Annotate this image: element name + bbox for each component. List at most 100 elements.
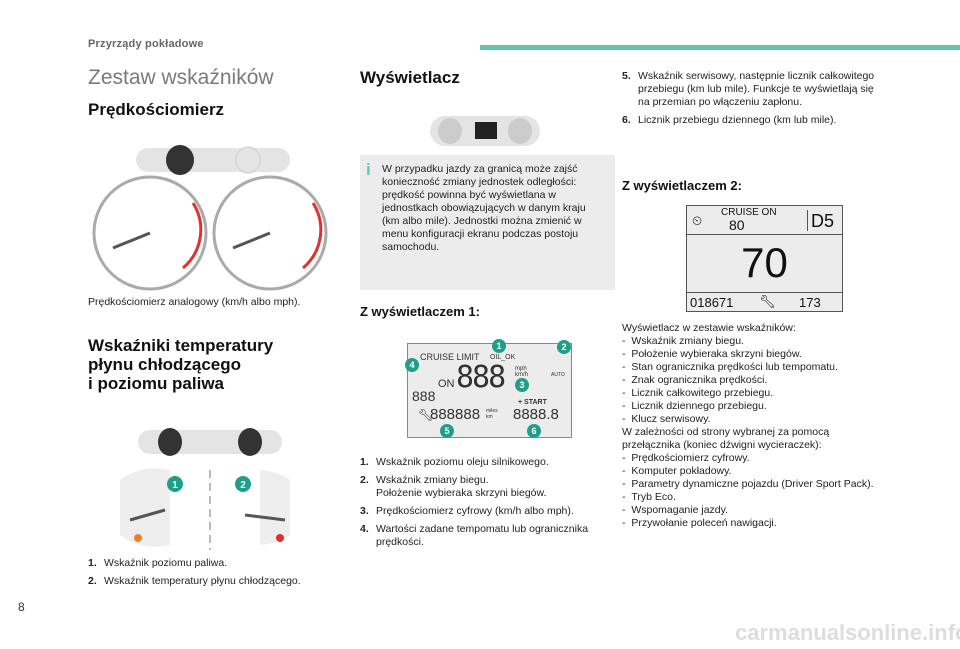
item-number: 5. [622, 70, 631, 82]
list-item: 1. Wskaźnik poziomu paliwa. [88, 557, 348, 570]
item-number: 1. [88, 557, 97, 569]
item-text: Wskaźnik serwisowy, następnie licznik ca… [638, 70, 875, 108]
item-text: Wskaźnik temperatury płynu chłodzącego. [104, 575, 301, 587]
list-item: - Przywołanie poleceń nawigacji. [622, 517, 777, 529]
digital-speed: 70 [741, 239, 788, 286]
intro-text: Wyświetlacz w zestawie wskaźników: [622, 322, 796, 334]
list-item: - Znak ogranicznika prędkości. [622, 374, 768, 386]
svg-text:2: 2 [240, 480, 246, 491]
cruise-status: CRUISE ON [721, 207, 777, 218]
item-number: 4. [360, 523, 369, 535]
item-number: 3. [360, 505, 369, 517]
display2-heading: Z wyświetlaczem 2: [622, 178, 742, 193]
lcd-trip: 8888.8 [513, 406, 559, 423]
speedometer-caption: Prędkościomierz analogowy (km/h albo mph… [88, 296, 301, 308]
cruise-icon: ⏲︎ [692, 213, 703, 228]
list-item: 1.Wskaźnik poziomu oleju silnikowego. [360, 456, 618, 469]
odometer: 018671 [690, 295, 734, 310]
display1-list: 1.Wskaźnik poziomu oleju silnikowego. 2.… [360, 456, 618, 554]
trip-counter: 173 [799, 295, 821, 310]
temperature-fuel-heading: Wskaźniki temperatury płynu chłodzącego … [88, 336, 338, 393]
list-item: 2. Wskaźnik zmiany biegu.Położenie wybier… [360, 474, 618, 500]
display1-list-continued: 5. Wskaźnik serwisowy, następnie licznik … [622, 70, 877, 132]
list-item: - Licznik dziennego przebiegu. [622, 400, 767, 412]
divider [807, 210, 808, 231]
item-number: 6. [622, 114, 631, 126]
cluster-illustration [430, 116, 540, 146]
callout-1 [167, 476, 183, 492]
item-number: 2. [360, 474, 369, 486]
header-accent-bar [480, 45, 960, 50]
display2-bottom-row: 018671 🔧︎ 173 [687, 292, 842, 312]
feature-list-2: - Prędkościomierz cyfrowy.- Komputer pok… [622, 452, 877, 530]
list-item: - Stan ogranicznika prędkości lub tempom… [622, 361, 838, 373]
list-item: 5. Wskaźnik serwisowy, następnie licznik … [622, 70, 877, 109]
callout-5: 5 [444, 426, 449, 436]
callout-2: 2 [561, 342, 566, 352]
fuel-temperature-gauges-illustration: 1 2 [120, 428, 290, 550]
lcd-on: ON [438, 378, 455, 390]
display-heading: Wyświetlacz [360, 68, 460, 87]
speedometer-illustration [92, 145, 328, 291]
heading-line: i poziomu paliwa [88, 374, 225, 393]
lcd-start: + START [518, 399, 547, 406]
speedometer-heading: Prędkościomierz [88, 100, 225, 119]
lcd-units: mph km/h [515, 366, 529, 378]
list-item: 3. Prędkościomierz cyfrowy (km/h albo mph… [360, 505, 618, 518]
lcd-cruise-limit: CRUISE LIMIT [420, 352, 480, 362]
list-item: - Położenie wybieraka skrzyni biegów. [622, 348, 802, 360]
feature-list-1: - Wskaźnik zmiany biegu.- Położenie wybi… [622, 335, 877, 426]
lcd-auto: AUTO [551, 372, 565, 378]
list-item: - Wskaźnik zmiany biegu. [622, 335, 744, 347]
display2-description: Wyświetlacz w zestawie wskaźników: - Wsk… [622, 322, 877, 530]
middle-text: W zależności od strony wybranej za pomoc… [622, 426, 830, 451]
display2-screen: ⏲︎ CRUISE ON 80 D5 70 018671 🔧︎ 173 [686, 205, 843, 312]
svg-text:1: 1 [172, 480, 178, 491]
watermark: carmanualsonline.info [735, 620, 960, 645]
callout-6: 6 [531, 426, 536, 436]
list-item: - Parametry dynamiczne pojazdu (Driver S… [622, 478, 874, 490]
list-item: - Tryb Eco. [622, 491, 676, 503]
list-item: 6. Licznik przebiegu dziennego (km lub mi… [622, 114, 877, 127]
list-item: 2. Wskaźnik temperatury płynu chłodzącego… [88, 575, 348, 588]
item-text: Wskaźnik zmiany biegu. [376, 474, 489, 486]
display1-heading: Z wyświetlaczem 1: [360, 304, 480, 319]
lcd-odometer: 888888 [430, 406, 481, 423]
display1-lcd: CRUISE LIMIT OIL_OK ON 888 mph km/h AUTO… [407, 343, 572, 438]
callout-2 [235, 476, 251, 492]
item-number: 1. [360, 456, 369, 468]
section-header: Przyrządy pokładowe [88, 38, 204, 50]
list-item: - Wspomaganie jazdy. [622, 504, 729, 516]
info-note: i W przypadku jazdy za granicą może zajś… [360, 155, 615, 290]
display1-callouts: 1 2 3 4 5 6 [405, 339, 571, 438]
item-text: Prędkościomierz cyfrowy (km/h albo mph). [376, 505, 574, 517]
wrench-icon: 🔧︎ [418, 408, 434, 422]
item-text: Położenie wybieraka skrzyni biegów. [376, 487, 547, 499]
callout-3: 3 [519, 380, 524, 390]
cruise-set-speed: 80 [729, 217, 745, 233]
item-text: Licznik przebiegu dziennego (km lub mile… [638, 114, 837, 126]
callout-1: 1 [496, 341, 501, 351]
list-item: - Komputer pokładowy. [622, 465, 732, 477]
page-title: Zestaw wskaźników [88, 66, 274, 89]
lcd-oil-ok: OIL_OK [490, 354, 516, 361]
display2-top-row: ⏲︎ CRUISE ON 80 D5 [687, 206, 842, 235]
lcd-gear: 888 [412, 388, 436, 404]
heading-line: płynu chłodzącego [88, 355, 242, 374]
lcd-speed: 888 [456, 360, 506, 395]
heading-line: Wskaźniki temperatury [88, 336, 274, 355]
info-icon: i [366, 160, 371, 179]
list-item: 4. Wartości zadane tempomatu lub ogranicz… [360, 523, 618, 549]
list-item: - Licznik całkowitego przebiegu. [622, 387, 774, 399]
callout-4: 4 [409, 360, 414, 370]
item-text: Wartości zadane tempomatu lub ograniczni… [376, 523, 589, 548]
lcd-odo-units: miles km [486, 408, 498, 420]
wrench-icon: 🔧︎ [759, 294, 776, 309]
list-item: - Klucz serwisowy. [622, 413, 711, 425]
list-item: - Prędkościomierz cyfrowy. [622, 452, 750, 464]
item-number: 2. [88, 575, 97, 587]
item-text: Wskaźnik poziomu paliwa. [104, 557, 228, 569]
gear-indicator: D5 [811, 211, 835, 231]
info-text: W przypadku jazdy za granicą może zajść … [382, 163, 586, 253]
page-number: 8 [18, 600, 25, 614]
